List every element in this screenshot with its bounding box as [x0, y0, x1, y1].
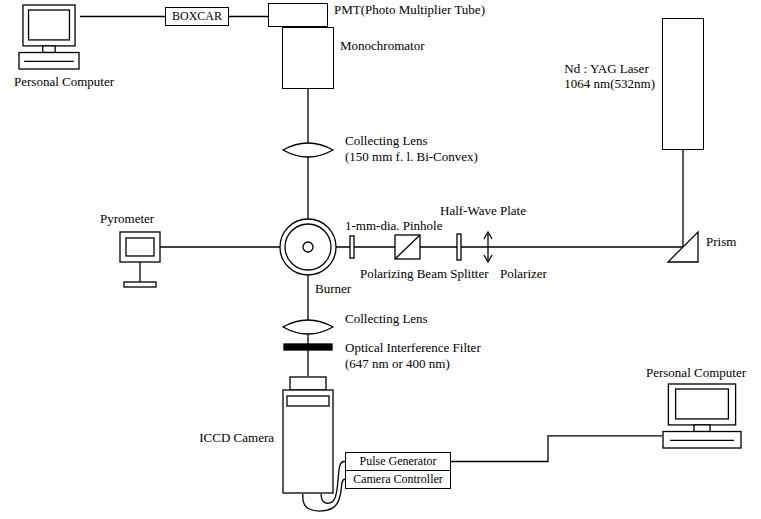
- laser-beam: [682, 150, 683, 247]
- polarizing-beam-splitter: [395, 235, 420, 259]
- part-label: (150 mm f. l. Bi-Convex): [345, 149, 478, 164]
- part-label: Polarizer: [500, 266, 547, 281]
- text-group: BOXCAR: [166, 8, 228, 25]
- polarizing-beam-splitter: [395, 235, 420, 259]
- computer: Personal Computer: [18, 4, 80, 70]
- component-label: Nd : YAG Laser: [564, 61, 655, 76]
- part-label: Optical Interference Filter: [345, 340, 481, 355]
- component-label: Camera Controller: [352, 472, 444, 487]
- camera: ICCD Camera: [282, 376, 334, 494]
- computer-icon: [19, 5, 79, 69]
- camera-shape: [282, 376, 334, 494]
- part-label: Burner: [315, 281, 351, 296]
- part-label: Prism: [706, 234, 736, 249]
- computer: Personal Computer: [662, 383, 742, 449]
- component-label: BOXCAR: [172, 9, 222, 24]
- part-label: 1-mm-dia. Pinhole: [345, 218, 443, 233]
- component-label: Pulse Generator: [352, 454, 444, 469]
- polarizer: [484, 232, 492, 262]
- burner: [285, 224, 331, 270]
- pinhole: [350, 236, 354, 258]
- polarizer: [487, 234, 488, 260]
- text-group: Nd : YAG Laser1064 nm(532nm): [564, 61, 655, 91]
- text-group: Camera Controller: [346, 471, 450, 488]
- part-label: Half-Wave Plate: [440, 203, 526, 218]
- part-label: (647 nm or 400 nm): [345, 356, 450, 371]
- component-label: PMT(Photo Multiplier Tube): [334, 2, 485, 17]
- part-label: Collecting Lens: [345, 133, 428, 148]
- boxcar-box: BOXCAR: [165, 7, 229, 26]
- text-group: Pulse Generator: [346, 453, 450, 470]
- collecting-lens: [283, 320, 333, 334]
- pmt-box: PMT(Photo Multiplier Tube): [268, 3, 328, 27]
- half-wave-plate: [457, 234, 461, 260]
- collecting-lens: [283, 143, 333, 157]
- prism: [668, 232, 698, 262]
- signal-wire: [451, 436, 662, 462]
- laser-box: Nd : YAG Laser1064 nm(532nm): [662, 18, 704, 150]
- burner-nozzle: [303, 242, 313, 252]
- component-label: Monochromator: [340, 38, 424, 53]
- signal-wire: [229, 16, 268, 17]
- text-group: PMT(Photo Multiplier Tube): [334, 2, 485, 17]
- text-group: Personal Computer: [646, 365, 746, 380]
- part-label: Pyrometer: [100, 211, 154, 226]
- text-group: Personal Computer: [14, 74, 114, 89]
- laser-beam: [160, 246, 683, 247]
- component-label: ICCD Camera: [199, 430, 274, 445]
- component-label: Personal Computer: [646, 365, 746, 380]
- monochromator-box: Monochromator: [282, 27, 334, 89]
- signal-wire: [80, 16, 165, 17]
- text-group: ICCD Camera: [199, 430, 274, 445]
- part-label: Collecting Lens: [345, 311, 428, 326]
- component-label: 1064 nm(532nm): [564, 76, 655, 91]
- component-label: Personal Computer: [14, 74, 114, 89]
- part-label: Polarizing Beam Splitter: [360, 266, 489, 281]
- burner: [280, 219, 336, 275]
- interference-filter: [284, 344, 332, 350]
- computer-icon: [663, 384, 741, 448]
- computer-shape: [18, 4, 80, 70]
- pulse-generator-box: Pulse Generator: [345, 452, 451, 471]
- camera-controller-box: Camera Controller: [345, 470, 451, 489]
- pyrometer: [120, 232, 160, 287]
- text-group: Monochromator: [340, 38, 424, 53]
- computer-shape: [662, 383, 742, 449]
- camera-icon: [283, 377, 333, 493]
